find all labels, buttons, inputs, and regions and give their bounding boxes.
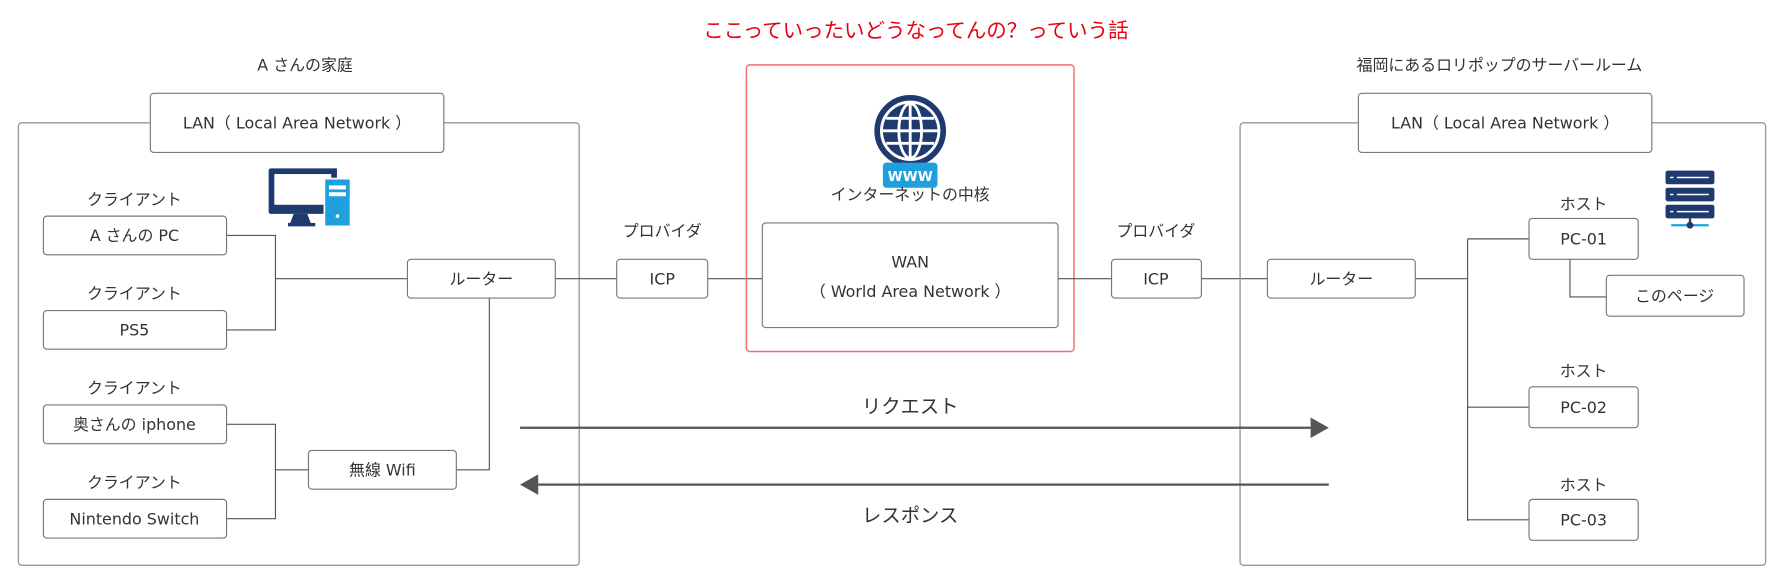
this-page-label: このページ (1635, 286, 1714, 305)
this-page: このページ (1605, 274, 1745, 317)
request-arrow (520, 417, 1329, 438)
www-label: WWW (888, 169, 933, 185)
home-lan-title-box: LAN（ Local Area Network ） (149, 92, 445, 153)
provider-right: プロバイダ ICP (1110, 222, 1202, 299)
server-lan-title-box: LAN（ Local Area Network ） (1357, 92, 1653, 153)
request-label: リクエスト (862, 395, 959, 418)
host-tag: ホスト (1560, 194, 1608, 213)
wan-title: WAN (891, 252, 929, 271)
desktop-computer-icon (268, 168, 352, 228)
home-label: A さんの家庭 (257, 56, 353, 75)
home-lan-title: LAN（ Local Area Network ） (183, 114, 411, 133)
host-pc-03: ホスト PC-03 (1528, 475, 1639, 541)
server-room-label: 福岡にあるロリポップのサーバールーム (1357, 56, 1643, 75)
client-tag: クライアント (87, 190, 182, 209)
server-router-label: ルーター (1310, 269, 1374, 288)
client-switch: クライアント Nintendo Switch (42, 473, 228, 539)
host-pc-02: ホスト PC-02 (1528, 362, 1639, 429)
globe-www-icon: WWW (874, 94, 947, 188)
home-router: ルーター (406, 258, 556, 299)
client-name: 奥さんの iphone (73, 415, 196, 434)
client-tag: クライアント (87, 284, 182, 303)
server-router: ルーター (1266, 258, 1416, 299)
host-tag: ホスト (1560, 475, 1608, 494)
connector-lines-server (1415, 238, 1607, 521)
connector-lines-home (226, 234, 763, 520)
provider-left-tag: プロバイダ (623, 222, 702, 241)
client-name: A さんの PC (90, 226, 179, 245)
provider-right-tag: プロバイダ (1116, 222, 1195, 241)
client-tag: クライアント (87, 473, 182, 492)
client-name: Nintendo Switch (69, 509, 199, 528)
home-wifi: 無線 Wifi (307, 449, 457, 490)
wan-subtitle: （ World Area Network ） (810, 282, 1011, 301)
client-tag: クライアント (87, 379, 182, 398)
home-wifi-label: 無線 Wifi (349, 460, 416, 479)
host-name: PC-01 (1560, 230, 1607, 249)
server-rack-icon (1665, 170, 1715, 229)
response-arrow (520, 474, 1329, 495)
server-lan-title: LAN（ Local Area Network ） (1391, 114, 1619, 133)
internet-core-box (745, 64, 1075, 353)
response-label: レスポンス (862, 504, 958, 527)
host-name: PC-02 (1560, 398, 1607, 417)
host-name: PC-03 (1560, 511, 1607, 530)
diagram-title: ここっていったいどうなってんの？っていう話 (703, 19, 1128, 43)
provider-left-name: ICP (650, 269, 676, 288)
client-iphone: クライアント 奥さんの iphone (42, 379, 228, 445)
host-tag: ホスト (1560, 362, 1608, 381)
provider-right-name: ICP (1143, 269, 1169, 288)
client-name: PS5 (120, 321, 150, 340)
home-router-label: ルーター (450, 269, 514, 288)
client-ps5: クライアント PS5 (42, 284, 228, 350)
host-pc-01: ホスト PC-01 (1528, 194, 1639, 260)
provider-left: プロバイダ ICP (616, 222, 709, 299)
client-a-pc: クライアント A さんの PC (42, 190, 228, 256)
wan-box: WAN （ World Area Network ） (761, 222, 1059, 329)
internet-core-label: インターネットの中核 (831, 185, 990, 204)
